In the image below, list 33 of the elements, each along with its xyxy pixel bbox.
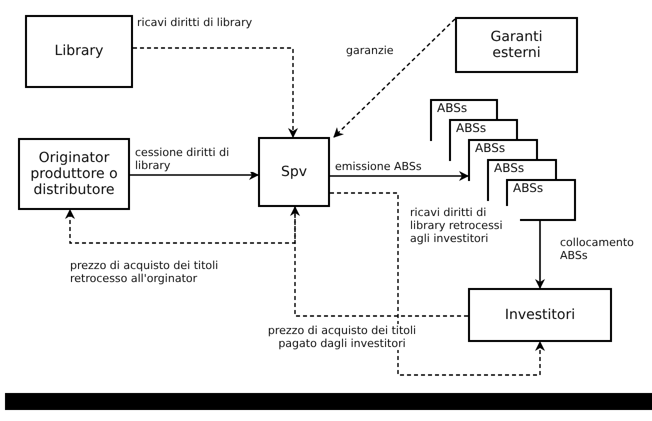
security-box [487,159,557,179]
box-label: ABSs [437,101,468,116]
security-box [449,119,518,139]
arrow [290,206,468,317]
security-box [468,139,538,159]
arrow [133,47,298,138]
security-box [430,99,498,119]
arrow [330,192,545,376]
box-label: Investitori [504,306,576,324]
arrow [65,207,296,244]
box-label: ABSs [456,121,486,136]
arrow [535,221,545,289]
box-label: ABSs [513,181,544,196]
entity-box [258,137,330,207]
box-label: Spv [280,164,308,180]
edge-label: garanzie [346,44,394,58]
box-label: Library [54,43,104,60]
security-box [506,179,576,221]
edge-label: ricavi diritti di library [137,16,252,30]
entity-box [468,288,612,342]
arrow [130,170,259,180]
entity-box [18,138,130,210]
entity-box [25,15,133,88]
edge-label: ricavi diritti di library retrocessi agli investitori [410,206,520,246]
arrow [333,18,456,138]
box-label: ABSs [494,161,524,176]
entity-box [455,17,578,73]
box-label: Garanti esterni [489,28,544,62]
edge-label: emissione ABSs [335,160,422,174]
arrow [330,171,469,181]
box-label: ABSs [475,141,506,156]
box-label: Originator produttore o distributore [29,150,119,198]
edge-label: cessione diritti di library [135,146,255,172]
